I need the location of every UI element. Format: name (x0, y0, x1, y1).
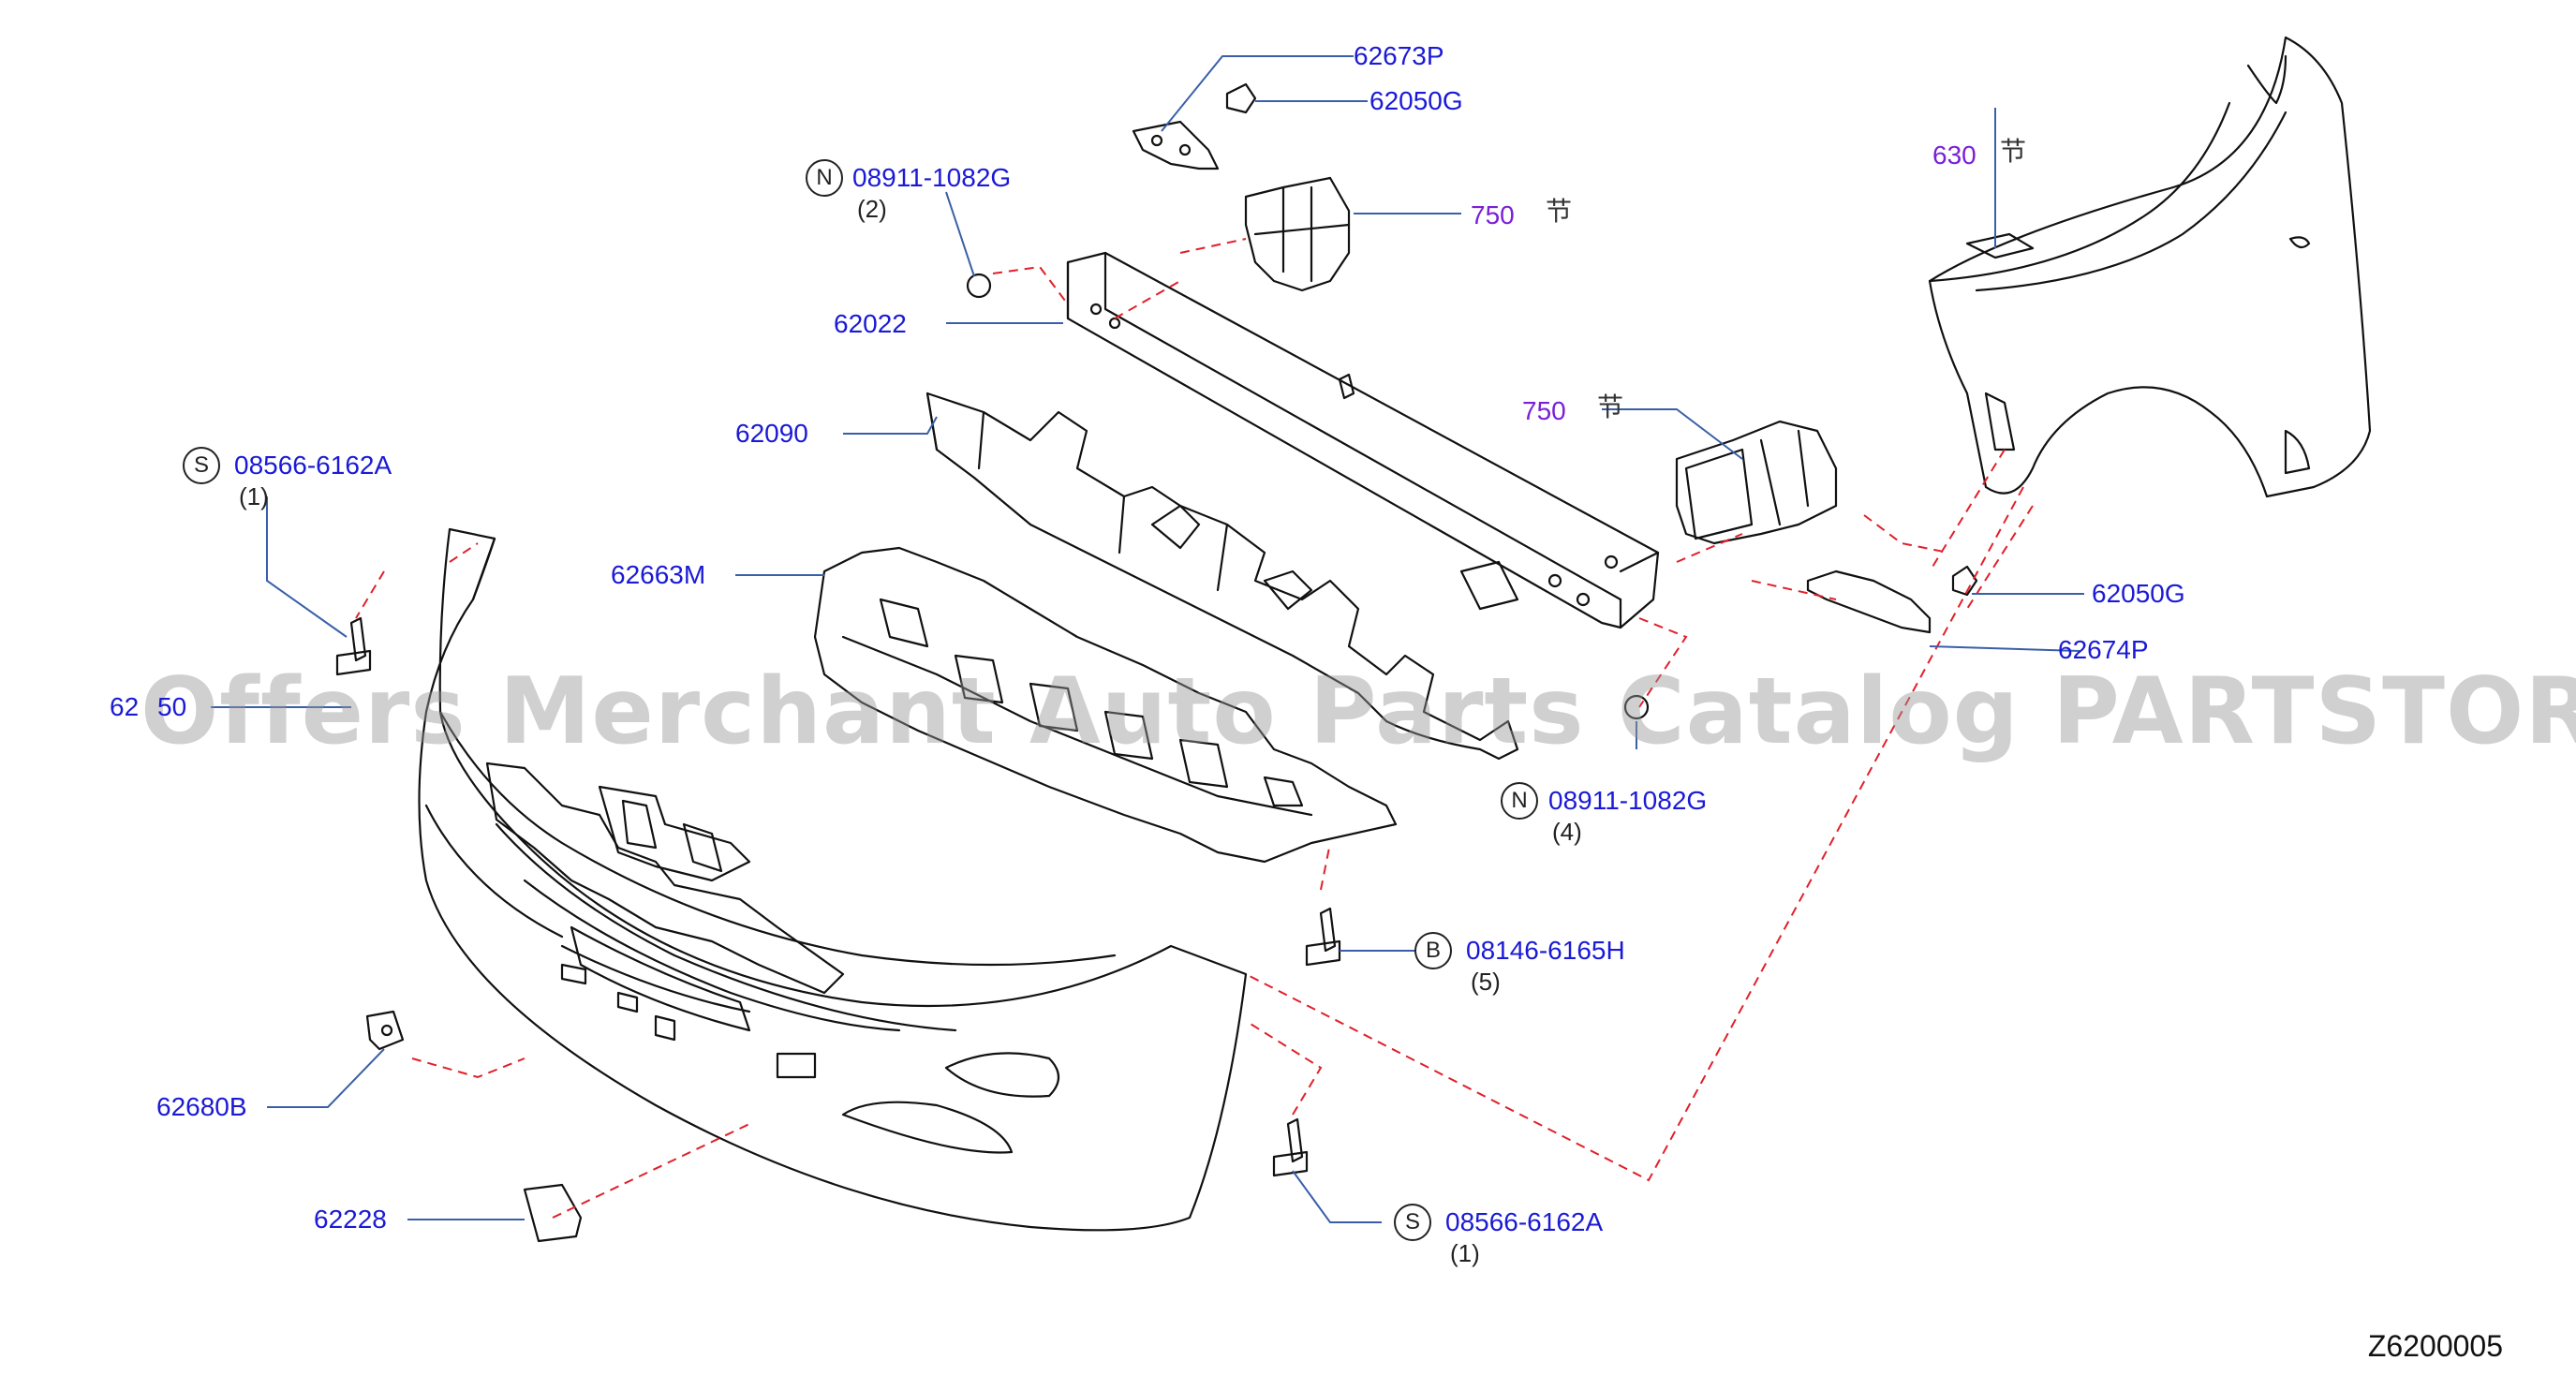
assembly-dashed-lines (355, 238, 2034, 1219)
label-62673p[interactable]: 62673P (1354, 41, 1444, 70)
bracket-62673p (1132, 120, 1220, 170)
label-62090[interactable]: 62090 (735, 419, 808, 448)
label-750-mid[interactable]: 750 (1522, 396, 1566, 425)
qty-08566-left: (1) (239, 482, 269, 510)
qty-08911-top: (2) (857, 195, 887, 223)
label-630[interactable]: 630 (1932, 140, 1976, 170)
label-62050g-top[interactable]: 62050G (1369, 86, 1463, 115)
s-badge-icon: S (1394, 1204, 1431, 1241)
label-750-top[interactable]: 750 (1471, 200, 1515, 229)
bumper-stay-top (1244, 176, 1351, 292)
label-62663m[interactable]: 62663M (611, 560, 706, 589)
bumper-stay-mid (1675, 420, 1838, 545)
qty-08566-right: (1) (1450, 1239, 1480, 1267)
label-62680b[interactable]: 62680B (156, 1092, 247, 1121)
label-62250-prefix[interactable]: 62 (110, 692, 140, 721)
s-badge-icon: S (183, 447, 220, 484)
label-08146[interactable]: 08146-6165H (1466, 936, 1625, 965)
section-glyph-630: 节 (2000, 136, 2027, 167)
energy-absorber (925, 392, 1519, 761)
bumper-reinforcement (1066, 251, 1660, 629)
n-badge-icon: N (1501, 782, 1538, 820)
lower-absorber (813, 546, 1398, 864)
small-parts (335, 82, 1978, 1243)
label-08911-bottom[interactable]: 08911-1082G (1548, 786, 1708, 815)
label-62022[interactable]: 62022 (834, 309, 907, 338)
label-62050g-right[interactable]: 62050G (2092, 579, 2185, 608)
section-glyph-750-mid: 节 (1597, 392, 1624, 422)
bracket-62674p (1806, 569, 1932, 634)
label-62674p[interactable]: 62674P (2058, 635, 2149, 664)
qty-08911-bottom: (4) (1552, 818, 1582, 846)
qty-08146: (5) (1471, 968, 1501, 996)
b-badge-icon: B (1414, 932, 1452, 969)
section-glyph-750-top: 节 (1546, 196, 1573, 227)
diagram-code: Z6200005 (2367, 1329, 2503, 1363)
leader-lines (211, 55, 2084, 1223)
label-62250-suffix[interactable]: 50 (157, 692, 187, 721)
watermark: Offers Merchant Auto Parts Catalog PARTS… (141, 658, 2576, 765)
label-08566-right[interactable]: 08566-6162A (1445, 1207, 1604, 1236)
label-08911-top[interactable]: 08911-1082G (852, 163, 1012, 192)
front-fender (1928, 36, 2372, 498)
n-badge-icon: N (806, 159, 843, 197)
label-08566-left[interactable]: 08566-6162A (234, 451, 392, 480)
label-62228[interactable]: 62228 (314, 1205, 387, 1234)
front-bumper-fascia (418, 527, 1248, 1232)
